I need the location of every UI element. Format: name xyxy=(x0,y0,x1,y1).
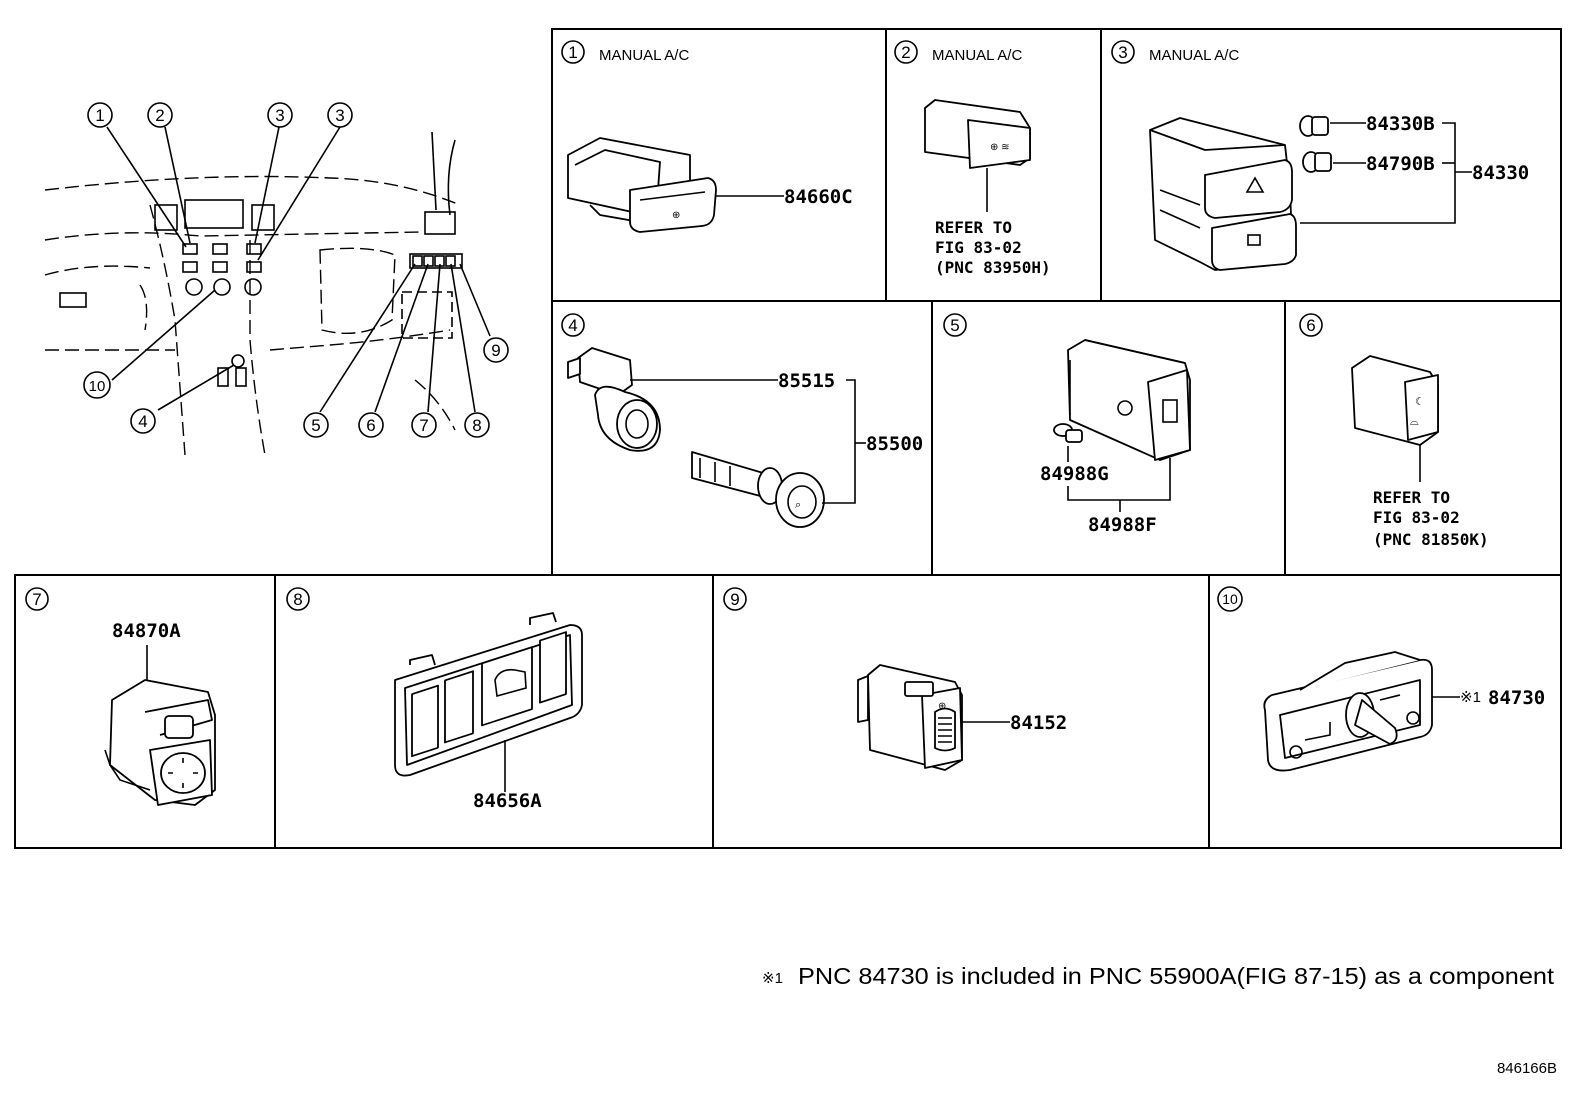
mirror-switch-part xyxy=(104,679,216,806)
bulb-84330B xyxy=(1299,115,1329,137)
dashboard-overview: 1 2 3 3 10 4 5 6 7 8 9 xyxy=(44,102,509,456)
callout-10: 10 xyxy=(83,371,111,399)
part-number-84152: 84152 xyxy=(1010,712,1067,734)
bulb-84790B xyxy=(1302,151,1332,173)
panel-10: 10 ※1 84730 xyxy=(1217,586,1545,772)
callout-4: 4 xyxy=(130,408,156,434)
svg-text:3: 3 xyxy=(335,106,344,125)
callout-3a: 3 xyxy=(267,102,293,128)
hazard-switch-part xyxy=(1149,117,1297,271)
part-number-84790B: 84790B xyxy=(1366,153,1435,175)
part-number-85515: 85515 xyxy=(778,370,835,392)
switch-part-6: ☾ ⌓ xyxy=(1351,355,1439,446)
footnote-mark: ※1 xyxy=(1460,689,1481,706)
svg-text:2: 2 xyxy=(901,43,910,62)
svg-text:REFER TO: REFER TO xyxy=(935,218,1012,237)
svg-text:☾: ☾ xyxy=(1415,396,1425,408)
svg-text:8: 8 xyxy=(293,590,302,609)
panel-3: 3 MANUAL A/C 84330B 84790B 84330 xyxy=(1111,40,1529,271)
panel-8: 8 84656A xyxy=(286,587,583,812)
panel-1: 1 MANUAL A/C ⊕ 84660C xyxy=(561,40,853,233)
svg-text:5: 5 xyxy=(311,416,320,435)
ac-switch-part-2: ⊕ ≋ xyxy=(924,99,1031,169)
dimmer-switch-part: ⊕ xyxy=(857,664,963,771)
callout-2: 2 xyxy=(147,102,173,128)
callout-3b: 3 xyxy=(327,102,353,128)
panel-2: 2 MANUAL A/C ⊕ ≋ REFER TO FIG 83-02 (PNC… xyxy=(894,40,1051,277)
panel-4: 4 ⌕ 85515 85500 xyxy=(561,313,923,528)
callout-9: 9 xyxy=(483,337,509,363)
svg-text:⊕ ≋: ⊕ ≋ xyxy=(990,142,1010,153)
part-number-84656A: 84656A xyxy=(473,790,542,812)
part-number-84730: 84730 xyxy=(1488,687,1545,709)
svg-text:PNC 84730 is included in PNC 5: PNC 84730 is included in PNC 55900A(FIG … xyxy=(798,963,1555,989)
svg-text:⊕: ⊕ xyxy=(672,210,680,221)
svg-text:⌓: ⌓ xyxy=(1410,416,1419,428)
svg-text:MANUAL A/C: MANUAL A/C xyxy=(599,47,689,64)
svg-text:9: 9 xyxy=(730,590,739,609)
svg-text:FIG 83-02: FIG 83-02 xyxy=(935,238,1022,257)
bulb-84988G xyxy=(1053,423,1083,443)
svg-text:6: 6 xyxy=(366,416,375,435)
part-number-84330: 84330 xyxy=(1472,162,1529,184)
reference-note-6: REFER TO FIG 83-02 (PNC 81850K) xyxy=(1373,488,1489,549)
svg-text:MANUAL A/C: MANUAL A/C xyxy=(1149,47,1239,64)
footnote: ※1 PNC 84730 is included in PNC 55900A(F… xyxy=(762,963,1555,989)
part-number-84870A: 84870A xyxy=(112,620,181,642)
svg-text:4: 4 xyxy=(568,316,577,335)
svg-text:(PNC 83950H): (PNC 83950H) xyxy=(935,258,1051,277)
callout-7: 7 xyxy=(411,412,437,438)
cigarette-lighter-plug: ⌕ xyxy=(691,451,825,528)
svg-text:※1: ※1 xyxy=(762,970,783,987)
svg-text:⊕: ⊕ xyxy=(938,701,946,712)
svg-text:7: 7 xyxy=(32,590,41,609)
svg-text:1: 1 xyxy=(95,106,104,125)
panel-7: 7 84870A xyxy=(25,587,216,806)
part-number-84330B: 84330B xyxy=(1366,113,1435,135)
svg-text:5: 5 xyxy=(950,316,959,335)
svg-text:10: 10 xyxy=(89,378,106,395)
ac-switch-part-1: ⊕ xyxy=(567,137,717,233)
part-number-84660C: 84660C xyxy=(784,186,853,208)
switch-bezel-part xyxy=(394,612,583,777)
svg-text:3: 3 xyxy=(275,106,284,125)
callout-5: 5 xyxy=(303,412,329,438)
svg-text:8: 8 xyxy=(472,416,481,435)
callout-6: 6 xyxy=(358,412,384,438)
panel-6: 6 ☾ ⌓ REFER TO FIG 83-02 (PNC 81850K) xyxy=(1299,313,1489,549)
panel-5: 5 84988G 84988F xyxy=(943,313,1191,536)
part-number-85500: 85500 xyxy=(866,433,923,455)
svg-text:4: 4 xyxy=(138,412,147,431)
svg-text:7: 7 xyxy=(419,416,428,435)
part-number-84988F: 84988F xyxy=(1088,514,1157,536)
callout-1: 1 xyxy=(87,102,113,128)
svg-text:1: 1 xyxy=(568,43,577,62)
svg-text:6: 6 xyxy=(1306,316,1315,335)
svg-text:(PNC 81850K): (PNC 81850K) xyxy=(1373,530,1489,549)
svg-text:REFER TO: REFER TO xyxy=(1373,488,1450,507)
svg-text:10: 10 xyxy=(1222,591,1238,607)
cigarette-lighter-socket xyxy=(567,347,661,452)
switch-part-5 xyxy=(1067,339,1191,461)
svg-text:2: 2 xyxy=(155,106,164,125)
panel-grid xyxy=(14,28,1562,849)
part-number-84988G: 84988G xyxy=(1040,463,1109,485)
svg-text:⌕: ⌕ xyxy=(795,499,801,511)
svg-text:MANUAL A/C: MANUAL A/C xyxy=(932,47,1022,64)
callout-8: 8 xyxy=(464,412,490,438)
reference-note-2: REFER TO FIG 83-02 (PNC 83950H) xyxy=(935,218,1051,277)
svg-text:9: 9 xyxy=(491,341,500,360)
svg-text:3: 3 xyxy=(1118,43,1127,62)
figure-id: 846166B xyxy=(1497,1060,1557,1077)
panel-9: 9 ⊕ 84152 xyxy=(723,587,1067,771)
toggle-switch-part xyxy=(1263,651,1433,772)
svg-text:FIG 83-02: FIG 83-02 xyxy=(1373,508,1460,527)
